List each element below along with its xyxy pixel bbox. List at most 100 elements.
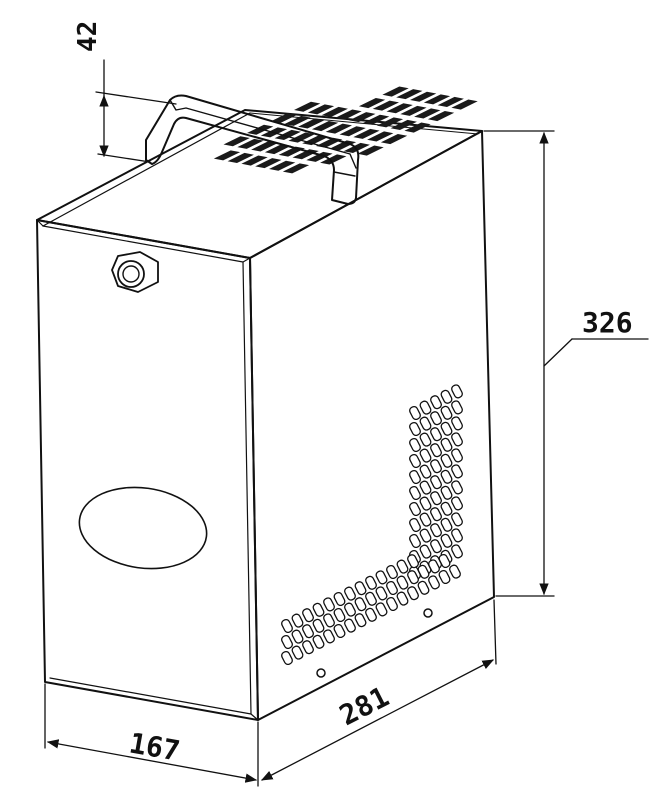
vent-slot <box>419 480 432 495</box>
vent-slot <box>430 443 442 458</box>
vent-slot <box>419 432 432 447</box>
grille-slot <box>349 112 376 123</box>
grille-slot <box>237 138 264 149</box>
vent-slot <box>312 634 325 649</box>
vent-slot <box>438 553 451 569</box>
grille-slot <box>353 128 380 139</box>
vent-slot <box>323 597 335 612</box>
vent-slot <box>409 405 421 421</box>
vent-slot <box>417 564 430 579</box>
vent-slot <box>440 469 453 484</box>
dim-label-42: 42 <box>73 21 103 52</box>
vent-slot <box>375 586 388 601</box>
vent-slot <box>354 613 367 628</box>
vent-slot <box>440 405 453 420</box>
vent-slot <box>409 501 421 517</box>
grille-slot <box>269 160 296 171</box>
vent-slot <box>291 613 304 628</box>
vent-slot <box>386 596 398 612</box>
dimension-height-top: 42 <box>73 21 177 163</box>
vent-slot <box>419 528 432 543</box>
vent-slot <box>440 533 453 548</box>
grille-slot <box>363 114 390 125</box>
vent-slot <box>430 539 442 554</box>
vent-slot <box>428 575 440 590</box>
grille-slot <box>423 94 451 105</box>
vent-slot <box>365 591 377 606</box>
vent-slot <box>409 533 421 549</box>
grille-slot <box>306 151 333 162</box>
grille-slot <box>284 115 311 126</box>
side-screw <box>423 608 433 618</box>
grille-slot <box>396 89 423 100</box>
grille-slot <box>227 152 254 163</box>
vent-slot <box>440 437 453 452</box>
vent-slot <box>396 591 409 606</box>
grille-slot <box>241 155 268 166</box>
vent-slot <box>430 507 442 522</box>
vent-slot <box>333 623 346 639</box>
grille-slot <box>274 129 301 140</box>
vent-slot <box>375 602 388 617</box>
grille-slot <box>223 136 250 147</box>
grille-slot <box>298 118 325 129</box>
vent-slot <box>451 416 463 431</box>
vent-slot <box>451 496 463 511</box>
vent-slot <box>430 395 442 410</box>
vent-slot <box>375 570 388 585</box>
vent-slot <box>312 618 325 633</box>
vent-slot <box>396 575 409 590</box>
vent-slot <box>281 618 293 634</box>
vent-slot <box>396 559 409 574</box>
vent-slot <box>451 544 463 559</box>
vent-slot <box>419 416 432 431</box>
vent-slot <box>440 421 453 436</box>
vent-slot <box>451 448 463 463</box>
vent-slot <box>409 421 421 437</box>
carry-handle[interactable] <box>145 94 360 205</box>
vent-slot <box>419 496 432 511</box>
vent-slot <box>409 469 421 485</box>
vent-slot <box>430 427 442 442</box>
vent-slot <box>344 602 356 617</box>
vent-slot <box>302 640 314 655</box>
grille-slot <box>410 91 437 102</box>
grille-slot <box>264 144 292 155</box>
vent-slot <box>451 384 463 399</box>
grille-slot <box>372 100 400 111</box>
vent-slot <box>430 475 442 490</box>
vent-slot <box>440 485 453 500</box>
grille-slot <box>427 111 455 122</box>
grille-slot <box>357 145 384 156</box>
vent-slot <box>302 624 314 639</box>
vent-slot <box>291 629 304 644</box>
vent-slot <box>451 400 463 415</box>
side-vent-grille <box>281 384 463 666</box>
grille-slot <box>400 105 427 116</box>
grille-slot <box>251 141 278 152</box>
vent-slot <box>430 491 442 506</box>
vent-slot <box>407 570 419 585</box>
grille-slot <box>247 124 274 135</box>
grille-slot <box>358 98 386 109</box>
vent-slot <box>451 512 463 527</box>
vent-slot <box>281 634 293 650</box>
dimension-width-front: 167 <box>44 683 259 787</box>
grille-slot <box>339 126 366 137</box>
vent-slot <box>419 544 432 559</box>
grille-slot <box>437 96 464 107</box>
grille-slot <box>213 150 241 161</box>
vent-slot <box>291 645 304 660</box>
vent-slot <box>281 650 293 666</box>
grille-slot <box>451 99 478 110</box>
grille-slot <box>382 86 409 97</box>
grille-slot <box>414 108 441 119</box>
vent-slot <box>449 564 461 579</box>
label-oval <box>78 486 208 570</box>
vent-slot <box>323 613 335 628</box>
unit-body <box>36 109 495 721</box>
vent-slot <box>386 564 398 580</box>
grille-slot <box>404 122 431 133</box>
grille-slot <box>390 119 417 130</box>
grille-slot <box>307 104 335 115</box>
